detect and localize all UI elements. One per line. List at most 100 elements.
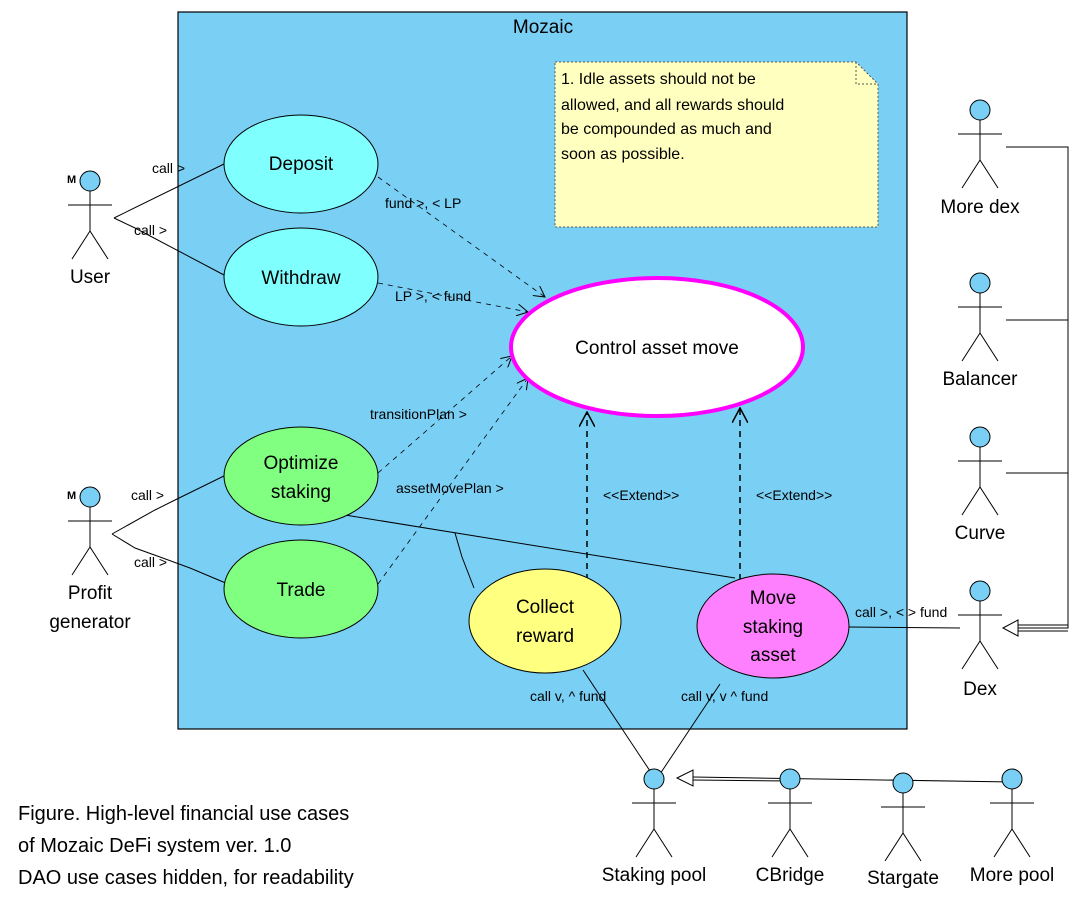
assoc-move-dex	[848, 626, 961, 629]
dep-deposit-control	[377, 176, 545, 297]
actor-head	[643, 768, 665, 790]
figure-caption: Figure. High-level financial use cases o…	[18, 798, 354, 894]
note-line-2: allowed, and all rewards should	[561, 97, 784, 114]
extend-relations	[587, 408, 740, 580]
actor-marker: M	[67, 490, 76, 502]
actor-left-leg	[635, 828, 655, 858]
actor-name-line-1: CBridge	[756, 865, 825, 886]
use-case-deposit: Deposit	[223, 114, 379, 214]
actor-name-line-1: Staking pool	[602, 865, 707, 886]
actor-name-line-1: Dex	[963, 679, 997, 700]
assoc-profit-trade	[111, 533, 229, 585]
actor-name-line-1: Profit	[68, 583, 113, 604]
actor-right-leg	[979, 159, 999, 189]
label-call-user-deposit: call >	[152, 160, 185, 176]
actor-left-leg	[961, 486, 981, 516]
actor-right-leg	[979, 486, 999, 516]
actor-left-leg	[71, 546, 91, 576]
label-call-profit-optimize: call >	[131, 487, 164, 503]
label-extend-move: <<Extend>>	[756, 487, 832, 503]
use-case-control-label: Control asset move	[575, 338, 739, 359]
actor-dex: Dex	[958, 580, 1002, 700]
actor-more-pool: More pool	[970, 768, 1054, 886]
actor-user: M User	[67, 170, 112, 288]
assoc-move-pool	[655, 683, 721, 781]
use-case-withdraw: Withdraw	[223, 227, 379, 327]
use-case-move-line-2: staking	[743, 617, 803, 638]
use-case-move-staking-asset: Move staking asset	[696, 573, 850, 679]
use-case-move-line-1: Move	[750, 588, 796, 609]
dex-generalization	[1001, 146, 1069, 637]
system-title: Mozaic	[513, 17, 573, 38]
use-case-trade-label: Trade	[277, 580, 326, 601]
label-asset-move-plan: assetMovePlan >	[396, 480, 504, 496]
note-line-1: 1. Idle assets should not be	[561, 71, 756, 88]
actor-right-leg	[902, 832, 922, 862]
use-case-collect-line-1: Collect	[516, 597, 575, 618]
assoc-user-deposit	[113, 163, 225, 219]
assoc-optimize-collect	[454, 532, 475, 589]
actor-curve: Curve	[955, 426, 1006, 544]
actor-head	[79, 170, 101, 192]
actor-right-leg	[789, 828, 809, 858]
use-case-move-line-3: asset	[750, 645, 796, 666]
actor-name-line-1: Balancer	[943, 369, 1019, 390]
label-transition-plan: transitionPlan >	[370, 406, 467, 422]
label-fund-lp: fund >, < LP	[385, 195, 461, 211]
actor-name-line-1: Stargate	[867, 868, 939, 889]
note-line-4: soon as possible.	[561, 146, 685, 163]
label-call-profit-trade: call >	[134, 554, 167, 570]
use-case-collect-line-2: reward	[516, 626, 574, 647]
actor-head	[779, 768, 801, 790]
actor-left-leg	[961, 159, 981, 189]
note: 1. Idle assets should not be allowed, an…	[554, 61, 879, 228]
actor-right-leg	[89, 546, 109, 576]
actor-head	[969, 272, 991, 294]
assoc-user-withdraw	[113, 217, 225, 276]
actor-head	[969, 99, 991, 121]
label-extend-collect: <<Extend>>	[603, 487, 679, 503]
actor-left-leg	[771, 828, 791, 858]
actor-name-line-1: Curve	[955, 523, 1006, 544]
caption-line-1: Figure. High-level financial use cases	[18, 803, 350, 825]
caption-line-2: of Mozaic DeFi system ver. 1.0	[18, 835, 292, 857]
actor-left-leg	[961, 332, 981, 362]
actor-balancer: Balancer	[943, 272, 1019, 390]
use-case-withdraw-label: Withdraw	[261, 268, 340, 289]
actor-more-dex: More dex	[940, 99, 1020, 218]
label-call-user-withdraw: call >	[134, 222, 167, 238]
actor-right-leg	[979, 640, 999, 670]
actor-stargate: Stargate	[867, 772, 939, 889]
use-case-optimize-line-2: staking	[271, 482, 331, 503]
label-call-move-dex: call >, < > fund	[855, 604, 947, 620]
actor-right-leg	[1011, 828, 1031, 858]
actor-head	[969, 580, 991, 602]
actor-left-leg	[993, 828, 1013, 858]
actor-name-line-1: User	[70, 267, 111, 288]
actor-right-leg	[653, 828, 673, 858]
actor-staking-pool: Staking pool	[602, 768, 707, 886]
actor-marker: M	[67, 174, 76, 186]
actor-name-line-1: More dex	[940, 197, 1020, 218]
dep-trade-control	[377, 378, 528, 585]
caption-line-3: DAO use cases hidden, for readability	[18, 867, 354, 889]
actor-profit: M Profit generator	[49, 486, 131, 633]
label-call-move-pool: call v, v ^ fund	[681, 688, 768, 704]
relationship-labels: call > call > fund >, < LP LP >, < fund …	[131, 160, 947, 704]
actor-left-leg	[884, 832, 904, 862]
actor-name-line-2: generator	[49, 612, 131, 633]
use-case-control-asset-move: Control asset move	[509, 276, 805, 418]
actor-head	[1001, 768, 1023, 790]
use-case-optimize-staking: Optimize staking	[223, 426, 379, 526]
actor-head	[892, 772, 914, 794]
actor-cbridge: CBridge	[756, 768, 825, 886]
actor-head	[79, 486, 101, 508]
dependencies	[377, 176, 545, 585]
label-call-collect-pool: call v, ^ fund	[530, 688, 606, 704]
use-case-trade: Trade	[223, 539, 379, 639]
note-line-3: be compounded as much and	[561, 121, 772, 138]
actor-left-leg	[961, 640, 981, 670]
assoc-optimize-move	[344, 514, 736, 579]
